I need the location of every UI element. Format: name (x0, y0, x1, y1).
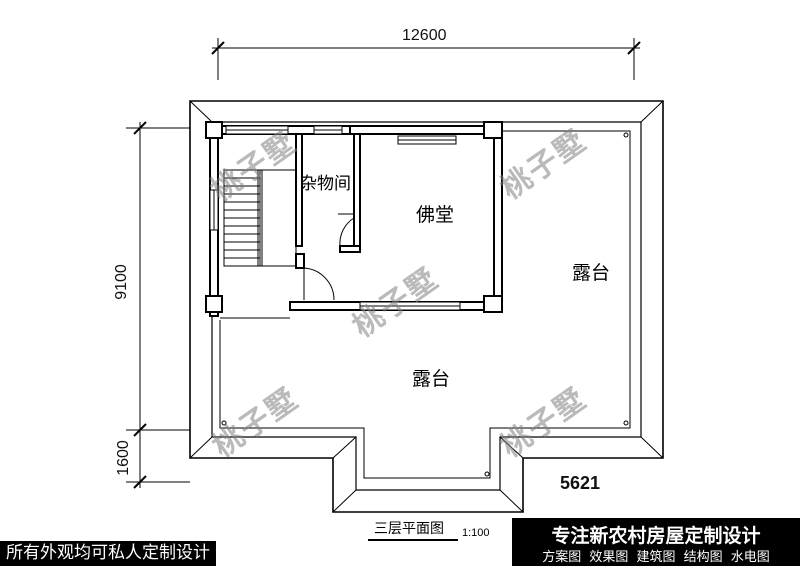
area-code: 5621 (560, 473, 601, 493)
windows (209, 125, 461, 311)
dimension-top-width: 12600 (402, 27, 447, 44)
room-label-terrace-right: 露台 (572, 262, 611, 284)
doors (303, 213, 355, 301)
roof-outline (189, 100, 664, 513)
room-label-shrine: 佛堂 (416, 204, 455, 226)
footer-right-title: 专注新农村房屋定制设计 (551, 525, 761, 547)
dimension-left-height: 9100 (112, 264, 130, 300)
dimension-lines (126, 38, 641, 489)
footer-left-banner: 所有外观均可私人定制设计 (0, 541, 216, 566)
footer-right-banner: 专注新农村房屋定制设计 方案图 效果图 建筑图 结构图 水电图 (512, 518, 800, 566)
plan-scale: 1:100 (462, 527, 490, 539)
staircase (223, 169, 297, 267)
drain-points (221, 132, 629, 477)
plan-title: 三层平面图 (374, 521, 444, 537)
dimension-left-bottom: 1600 (114, 440, 132, 476)
terrace-railing (219, 130, 631, 479)
room-label-terrace-main: 露台 (412, 368, 451, 390)
room-label-storage: 杂物间 (300, 174, 351, 194)
footer-right-services: 方案图 效果图 建筑图 结构图 水电图 (542, 550, 770, 565)
